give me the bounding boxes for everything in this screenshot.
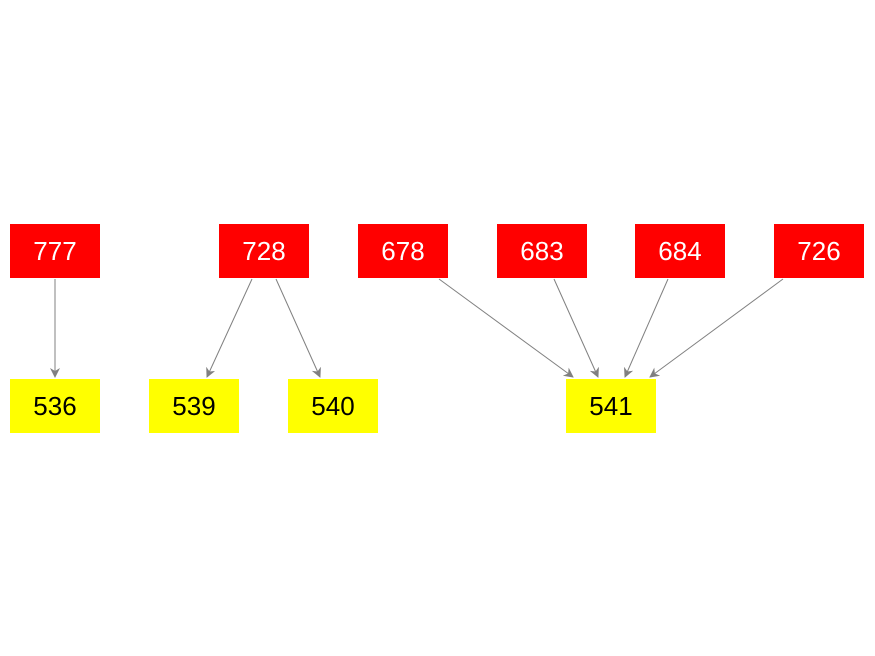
node-684: 684 bbox=[635, 224, 725, 278]
edge-684-541 bbox=[624, 278, 669, 378]
node-777-box bbox=[10, 224, 100, 278]
node-536-box bbox=[10, 379, 100, 433]
node-541-label: 541 bbox=[589, 391, 632, 421]
node-536-label: 536 bbox=[33, 391, 76, 421]
node-728-box bbox=[219, 224, 309, 278]
edge-728-539 bbox=[206, 278, 253, 378]
edge-728-540 bbox=[275, 278, 321, 378]
node-539: 539 bbox=[149, 379, 239, 433]
edge-726-541 bbox=[649, 278, 784, 378]
node-678: 678 bbox=[358, 224, 448, 278]
node-539-box bbox=[149, 379, 239, 433]
node-728-label: 728 bbox=[242, 236, 285, 266]
edge-683-541 bbox=[553, 278, 599, 378]
node-539-label: 539 bbox=[172, 391, 215, 421]
node-726: 726 bbox=[774, 224, 864, 278]
node-777-label: 777 bbox=[33, 236, 76, 266]
node-684-label: 684 bbox=[658, 236, 701, 266]
node-684-box bbox=[635, 224, 725, 278]
edges bbox=[50, 278, 784, 378]
node-726-box bbox=[774, 224, 864, 278]
node-541: 541 bbox=[566, 379, 656, 433]
node-683-label: 683 bbox=[520, 236, 563, 266]
node-540-box bbox=[288, 379, 378, 433]
node-541-box bbox=[566, 379, 656, 433]
node-540-label: 540 bbox=[311, 391, 354, 421]
node-683-box bbox=[497, 224, 587, 278]
node-540: 540 bbox=[288, 379, 378, 433]
edge-678-541 bbox=[438, 278, 574, 378]
node-536: 536 bbox=[10, 379, 100, 433]
node-728: 728 bbox=[219, 224, 309, 278]
node-678-box bbox=[358, 224, 448, 278]
node-678-label: 678 bbox=[381, 236, 424, 266]
node-683: 683 bbox=[497, 224, 587, 278]
node-726-label: 726 bbox=[797, 236, 840, 266]
node-777: 777 bbox=[10, 224, 100, 278]
